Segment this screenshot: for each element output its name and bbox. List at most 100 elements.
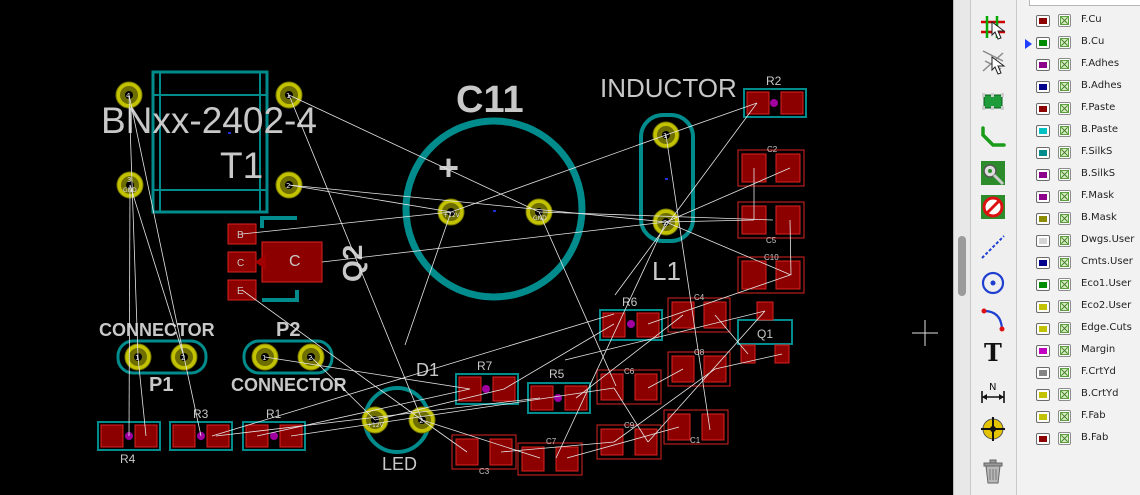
canvas-vertical-scrollbar[interactable] — [953, 0, 970, 495]
layer-color-swatch[interactable] — [1036, 257, 1050, 269]
layer-visibility-checkbox[interactable] — [1058, 366, 1071, 379]
layer-row-f-silks[interactable]: F.SilkS — [1017, 143, 1140, 165]
layer-visibility-checkbox[interactable] — [1058, 322, 1071, 335]
layer-visibility-checkbox[interactable] — [1058, 410, 1071, 423]
footprint-p1[interactable]: CONNECTOR P1 — [99, 320, 215, 396]
layer-row-f-mask[interactable]: F.Mask — [1017, 187, 1140, 209]
layer-name: Dwgs.User — [1081, 234, 1135, 245]
layer-visibility-checkbox[interactable] — [1058, 300, 1071, 313]
layer-row-edge-cuts[interactable]: Edge.Cuts — [1017, 319, 1140, 341]
footprint-r7[interactable]: R7 — [455, 359, 519, 405]
svg-text:N: N — [989, 382, 996, 393]
layer-row-f-fab[interactable]: F.Fab — [1017, 407, 1140, 429]
layer-visibility-checkbox[interactable] — [1058, 58, 1071, 71]
layer-color-swatch[interactable] — [1036, 213, 1050, 225]
add-arc-icon[interactable] — [977, 304, 1009, 334]
layer-visibility-checkbox[interactable] — [1058, 168, 1071, 181]
route-track-icon[interactable] — [977, 122, 1009, 152]
pcb-canvas[interactable]: BNxx-2402-4 T1 + C11 INDUCTOR L1 B C E C… — [0, 0, 953, 495]
add-circle-icon[interactable] — [977, 268, 1009, 298]
footprint-r3[interactable]: R3 — [169, 407, 233, 451]
layer-row-margin[interactable]: Margin — [1017, 341, 1140, 363]
layer-row-b-adhes[interactable]: B.Adhes — [1017, 77, 1140, 99]
svg-text:C3: C3 — [479, 467, 490, 476]
footprint-c3[interactable]: C3 — [451, 434, 517, 476]
layer-row-eco1-user[interactable]: Eco1.User — [1017, 275, 1140, 297]
layer-visibility-checkbox[interactable] — [1058, 234, 1071, 247]
footprint-d1[interactable]: D1 LED — [361, 360, 439, 474]
layer-visibility-checkbox[interactable] — [1058, 146, 1071, 159]
layer-row-b-mask[interactable]: B.Mask — [1017, 209, 1140, 231]
layer-row-b-silks[interactable]: B.SilkS — [1017, 165, 1140, 187]
layer-visibility-checkbox[interactable] — [1058, 256, 1071, 269]
layer-color-swatch[interactable] — [1036, 433, 1050, 445]
layer-color-swatch[interactable] — [1036, 81, 1050, 93]
footprint-q1[interactable]: Q1 — [737, 301, 793, 364]
layer-color-swatch[interactable] — [1036, 59, 1050, 71]
layer-color-swatch[interactable] — [1036, 301, 1050, 313]
layer-color-swatch[interactable] — [1036, 147, 1050, 159]
footprint-c10[interactable]: C10 — [737, 253, 805, 294]
layer-color-swatch[interactable] — [1036, 235, 1050, 247]
footprint-c6[interactable]: C6 — [596, 367, 662, 405]
layer-color-swatch[interactable] — [1036, 389, 1050, 401]
footprint-r2[interactable]: R2 — [743, 74, 807, 118]
footprint-c2[interactable]: C2 — [737, 145, 805, 187]
footprint-c5[interactable]: C5 — [737, 201, 805, 245]
footprint-c1[interactable]: C1 — [663, 409, 729, 445]
layer-visibility-checkbox[interactable] — [1058, 80, 1071, 93]
layer-color-swatch[interactable] — [1036, 345, 1050, 357]
scrollbar-thumb[interactable] — [958, 236, 966, 296]
footprint-c11[interactable]: + C11 — [402, 79, 586, 301]
layer-row-eco2-user[interactable]: Eco2.User — [1017, 297, 1140, 319]
footprint-r5[interactable]: R5 — [527, 367, 591, 414]
highlight-net-icon[interactable] — [977, 12, 1009, 42]
add-dimension-icon[interactable]: N — [977, 378, 1009, 408]
layer-color-swatch[interactable] — [1036, 367, 1050, 379]
layer-visibility-checkbox[interactable] — [1058, 36, 1071, 49]
add-line-icon[interactable] — [977, 232, 1009, 262]
layer-visibility-checkbox[interactable] — [1058, 14, 1071, 27]
layer-visibility-checkbox[interactable] — [1058, 124, 1071, 137]
layer-visibility-checkbox[interactable] — [1058, 344, 1071, 357]
layer-visibility-checkbox[interactable] — [1058, 388, 1071, 401]
footprint-r1[interactable]: R1 — [242, 407, 306, 451]
layer-color-swatch[interactable] — [1036, 169, 1050, 181]
layer-row-f-crtyd[interactable]: F.CrtYd — [1017, 363, 1140, 385]
layer-row-b-fab[interactable]: B.Fab — [1017, 429, 1140, 451]
set-origin-icon[interactable] — [977, 414, 1009, 444]
layer-row-f-cu[interactable]: F.Cu — [1017, 11, 1140, 33]
add-zone-icon[interactable] — [977, 192, 1009, 222]
footprint-c7[interactable]: C7 — [517, 437, 583, 476]
layer-color-swatch[interactable] — [1036, 191, 1050, 203]
delete-icon[interactable] — [977, 456, 1009, 486]
footprint-p2[interactable]: P2 CONNECTOR — [231, 319, 347, 395]
layer-row-dwgs-user[interactable]: Dwgs.User — [1017, 231, 1140, 253]
layer-visibility-checkbox[interactable] — [1058, 190, 1071, 203]
layer-visibility-checkbox[interactable] — [1058, 432, 1071, 445]
layer-row-b-cu[interactable]: B.Cu — [1017, 33, 1140, 55]
layer-color-swatch[interactable] — [1036, 125, 1050, 137]
layer-visibility-checkbox[interactable] — [1058, 102, 1071, 115]
layer-row-cmts-user[interactable]: Cmts.User — [1017, 253, 1140, 275]
add-text-icon[interactable]: T — [977, 336, 1009, 366]
footprint-c9[interactable]: C9 — [596, 421, 662, 460]
add-footprint-icon[interactable] — [977, 86, 1009, 116]
local-ratsnest-icon[interactable] — [977, 46, 1009, 76]
footprint-r6[interactable]: R6 — [599, 295, 663, 341]
layers-tab[interactable] — [1029, 0, 1140, 6]
layer-row-b-paste[interactable]: B.Paste — [1017, 121, 1140, 143]
footprint-l1[interactable]: INDUCTOR L1 — [600, 73, 737, 286]
layer-row-f-paste[interactable]: F.Paste — [1017, 99, 1140, 121]
add-via-icon[interactable] — [977, 158, 1009, 188]
layer-color-swatch[interactable] — [1036, 279, 1050, 291]
layer-row-f-adhes[interactable]: F.Adhes — [1017, 55, 1140, 77]
layer-color-swatch[interactable] — [1036, 323, 1050, 335]
layer-visibility-checkbox[interactable] — [1058, 278, 1071, 291]
layer-color-swatch[interactable] — [1036, 411, 1050, 423]
layer-visibility-checkbox[interactable] — [1058, 212, 1071, 225]
layer-color-swatch[interactable] — [1036, 15, 1050, 27]
layer-row-b-crtyd[interactable]: B.CrtYd — [1017, 385, 1140, 407]
layer-color-swatch[interactable] — [1036, 103, 1050, 115]
layer-color-swatch[interactable] — [1036, 37, 1050, 49]
